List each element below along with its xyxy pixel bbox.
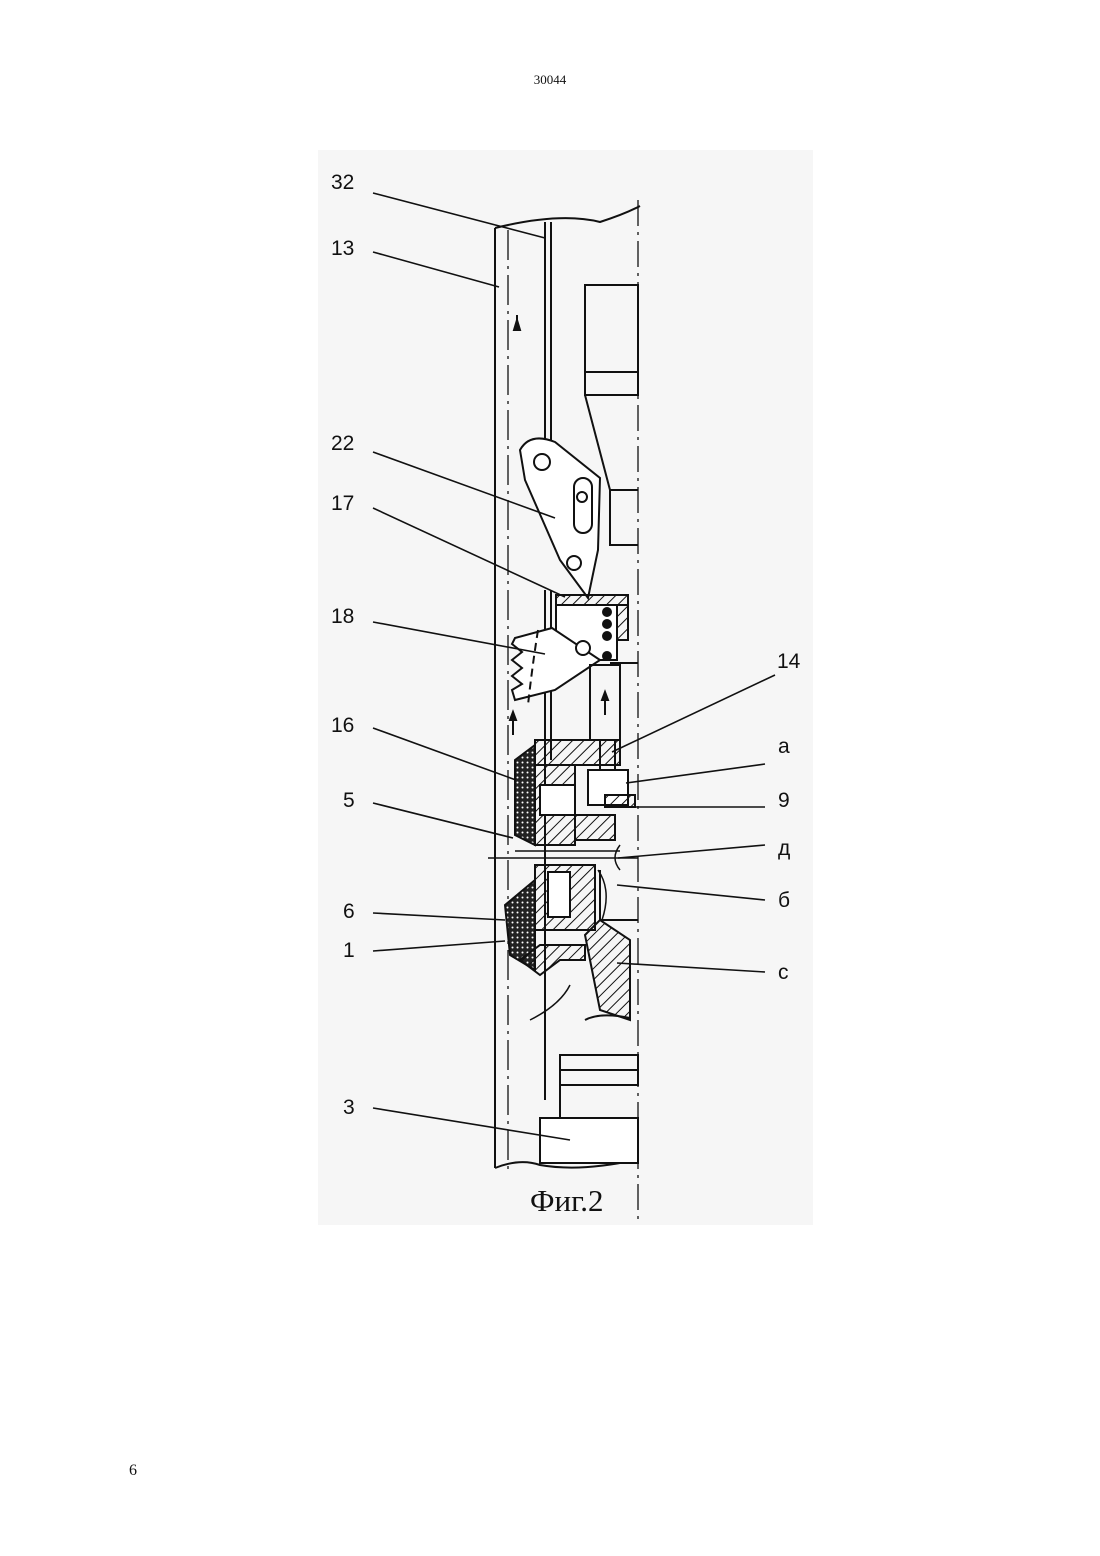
label-18: 18 bbox=[331, 606, 354, 627]
label-1: 1 bbox=[343, 940, 355, 961]
label-5: 5 bbox=[343, 790, 355, 811]
page-number: 6 bbox=[129, 1462, 137, 1480]
label-a: а bbox=[778, 736, 790, 757]
label-22: 22 bbox=[331, 433, 354, 454]
figure-caption: Фиг.2 bbox=[530, 1183, 604, 1219]
label-c: с bbox=[778, 962, 789, 983]
label-16: 16 bbox=[331, 715, 354, 736]
label-17: 17 bbox=[331, 493, 354, 514]
label-d: д bbox=[778, 838, 790, 859]
label-6: 6 bbox=[343, 901, 355, 922]
label-32: 32 bbox=[331, 172, 354, 193]
label-3: 3 bbox=[343, 1097, 355, 1118]
label-14: 14 bbox=[777, 651, 800, 672]
label-13: 13 bbox=[331, 238, 354, 259]
label-b: б bbox=[778, 890, 790, 911]
label-9: 9 bbox=[778, 790, 790, 811]
